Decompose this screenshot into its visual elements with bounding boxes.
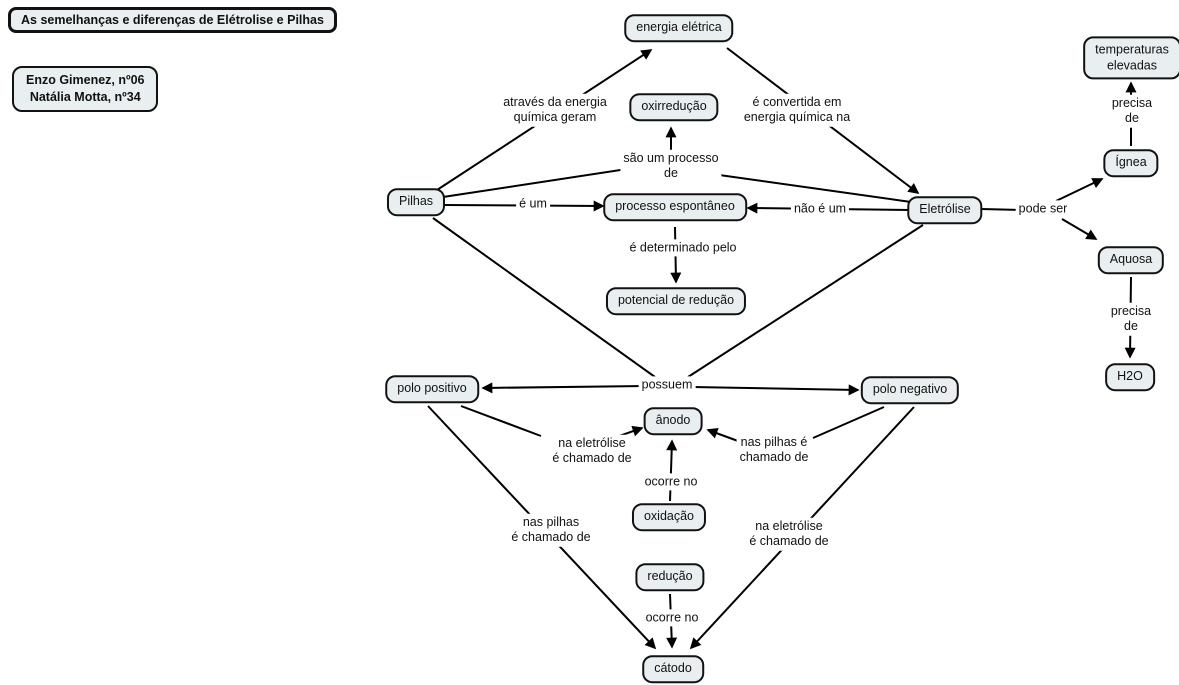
- node-processo-espontaneo[interactable]: processo espontâneo: [603, 193, 747, 221]
- edge-pode-ser-ignea: [1055, 178, 1104, 202]
- link-label-nao-e-um: não é um: [790, 200, 850, 218]
- node-potencial-reducao[interactable]: potencial de redução: [605, 287, 747, 315]
- node-temperaturas-elevadas[interactable]: temperaturas elevadas: [1083, 36, 1179, 80]
- link-label-nas-pilhas-catodo: nas pilhas é chamado de: [508, 513, 594, 547]
- link-label-convertida: é convertida em energia química na: [740, 93, 854, 127]
- edge-polo-negativo-label-anodo: [812, 406, 885, 439]
- node-oxidacao[interactable]: oxidação: [631, 503, 707, 531]
- edge-sao-processo-eletrolise: [704, 172, 912, 203]
- edge-eletrolise-possuem: [687, 224, 924, 378]
- link-label-precisa-de-bottom: precisa de: [1107, 302, 1155, 336]
- map-authors: Enzo Gimenez, nº06 Natália Motta, nº34: [12, 66, 159, 112]
- link-label-determinado: é determinado pelo: [626, 239, 740, 257]
- node-anodo[interactable]: ânodo: [643, 407, 703, 435]
- node-pilhas[interactable]: Pilhas: [386, 188, 446, 216]
- node-catodo[interactable]: cátodo: [642, 655, 704, 683]
- edge-polo-positivo-label-anodo: [460, 405, 542, 437]
- edge-pilhas-possuem: [432, 217, 656, 378]
- link-label-possuem: possuem: [638, 376, 696, 394]
- link-label-ocorre-no-reducao: ocorre no: [642, 609, 702, 627]
- edge-possuem-polo-positivo: [481, 382, 644, 394]
- node-polo-positivo[interactable]: polo positivo: [385, 375, 479, 403]
- node-polo-negativo[interactable]: polo negativo: [860, 376, 960, 404]
- node-reducao[interactable]: redução: [635, 563, 705, 591]
- link-label-na-eletrolise-anodo: na eletrólise é chamado de: [549, 434, 635, 468]
- node-ignea[interactable]: Ígnea: [1103, 149, 1159, 177]
- map-title: As semelhanças e diferenças de Elétrolis…: [8, 7, 337, 33]
- edge-possuem-polo-negativo: [691, 384, 860, 396]
- link-label-nas-pilhas-anodo: nas pilhas é chamado de: [736, 433, 812, 467]
- link-label-pode-ser: pode ser: [1015, 200, 1071, 218]
- node-oxirreducao[interactable]: oxirredução: [629, 93, 719, 121]
- link-label-atraves-energia: através da energia química geram: [500, 93, 610, 127]
- edge-oxidacao-anodo: [666, 439, 678, 502]
- link-label-precisa-de-top: precisa de: [1108, 94, 1156, 128]
- node-aquosa[interactable]: Aquosa: [1097, 246, 1165, 274]
- node-h2o[interactable]: H2O: [1105, 363, 1155, 391]
- link-label-ocorre-no-oxidacao: ocorre no: [641, 473, 701, 491]
- edge-eletrolise-pode-ser: [980, 208, 1021, 211]
- link-label-e-um: é um: [516, 195, 550, 213]
- node-eletrolise[interactable]: Eletrólise: [907, 196, 983, 224]
- link-label-na-eletrolise-catodo: na eletrólise é chamado de: [746, 517, 832, 551]
- link-label-sao-processo: são um processo de: [620, 149, 722, 183]
- edge-label-anodo-right: [706, 428, 739, 442]
- edge-pilhas-sao-processo: [442, 166, 641, 198]
- node-energia-eletrica[interactable]: energia elétrica: [624, 14, 734, 42]
- edge-pode-ser-aquosa: [1061, 218, 1098, 240]
